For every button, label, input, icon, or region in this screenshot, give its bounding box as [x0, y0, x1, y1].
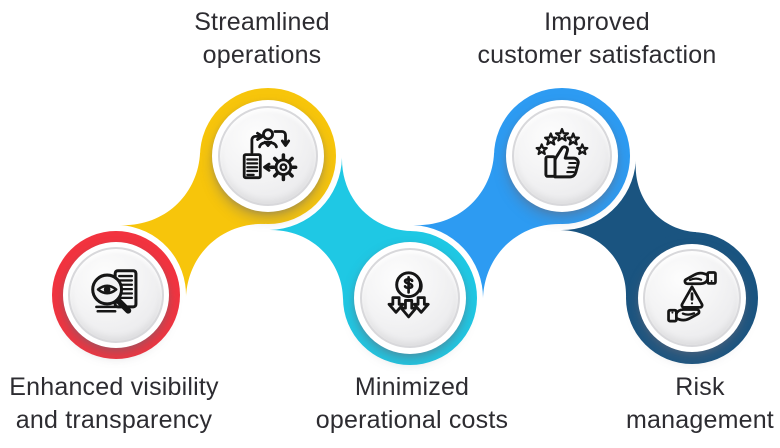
- person-gear-document-cycle-icon: [242, 128, 298, 182]
- label-line: Risk: [675, 373, 725, 401]
- node-improved-satisfaction: [506, 100, 618, 212]
- label-line: customer satisfaction: [477, 41, 717, 69]
- label-improved-satisfaction: Improved customer satisfaction: [437, 6, 757, 72]
- label-risk-management: Risk management: [600, 371, 780, 437]
- label-line: Improved: [544, 8, 650, 36]
- node-inner-disc: [218, 106, 318, 206]
- node-inner-disc: [643, 249, 741, 347]
- dollar-coin-down-arrows-icon: [387, 271, 430, 319]
- node-streamlined-operations: [212, 100, 324, 212]
- thumbs-up-five-stars-icon: [535, 127, 589, 179]
- label-line: Enhanced visibility: [9, 373, 219, 401]
- label-line: management: [626, 406, 774, 434]
- node-inner-disc: [512, 106, 612, 206]
- label-line: Minimized: [354, 373, 470, 401]
- label-line: operational costs: [315, 406, 509, 434]
- magnifier-eye-document-icon: [90, 268, 137, 314]
- label-line: and transparency: [15, 406, 213, 434]
- label-streamlined-operations: Streamlined operations: [132, 6, 392, 72]
- node-enhanced-visibility: [63, 242, 169, 348]
- label-minimized-costs: Minimized operational costs: [282, 371, 542, 437]
- node-inner-disc: [68, 247, 164, 343]
- label-enhanced-visibility: Enhanced visibility and transparency: [0, 371, 228, 437]
- label-line: operations: [202, 41, 322, 69]
- node-inner-disc: [360, 248, 460, 348]
- hands-warning-triangle-icon: [667, 271, 717, 323]
- node-risk-management: [638, 244, 746, 352]
- node-minimized-costs: [354, 242, 466, 354]
- label-line: Streamlined: [194, 8, 330, 36]
